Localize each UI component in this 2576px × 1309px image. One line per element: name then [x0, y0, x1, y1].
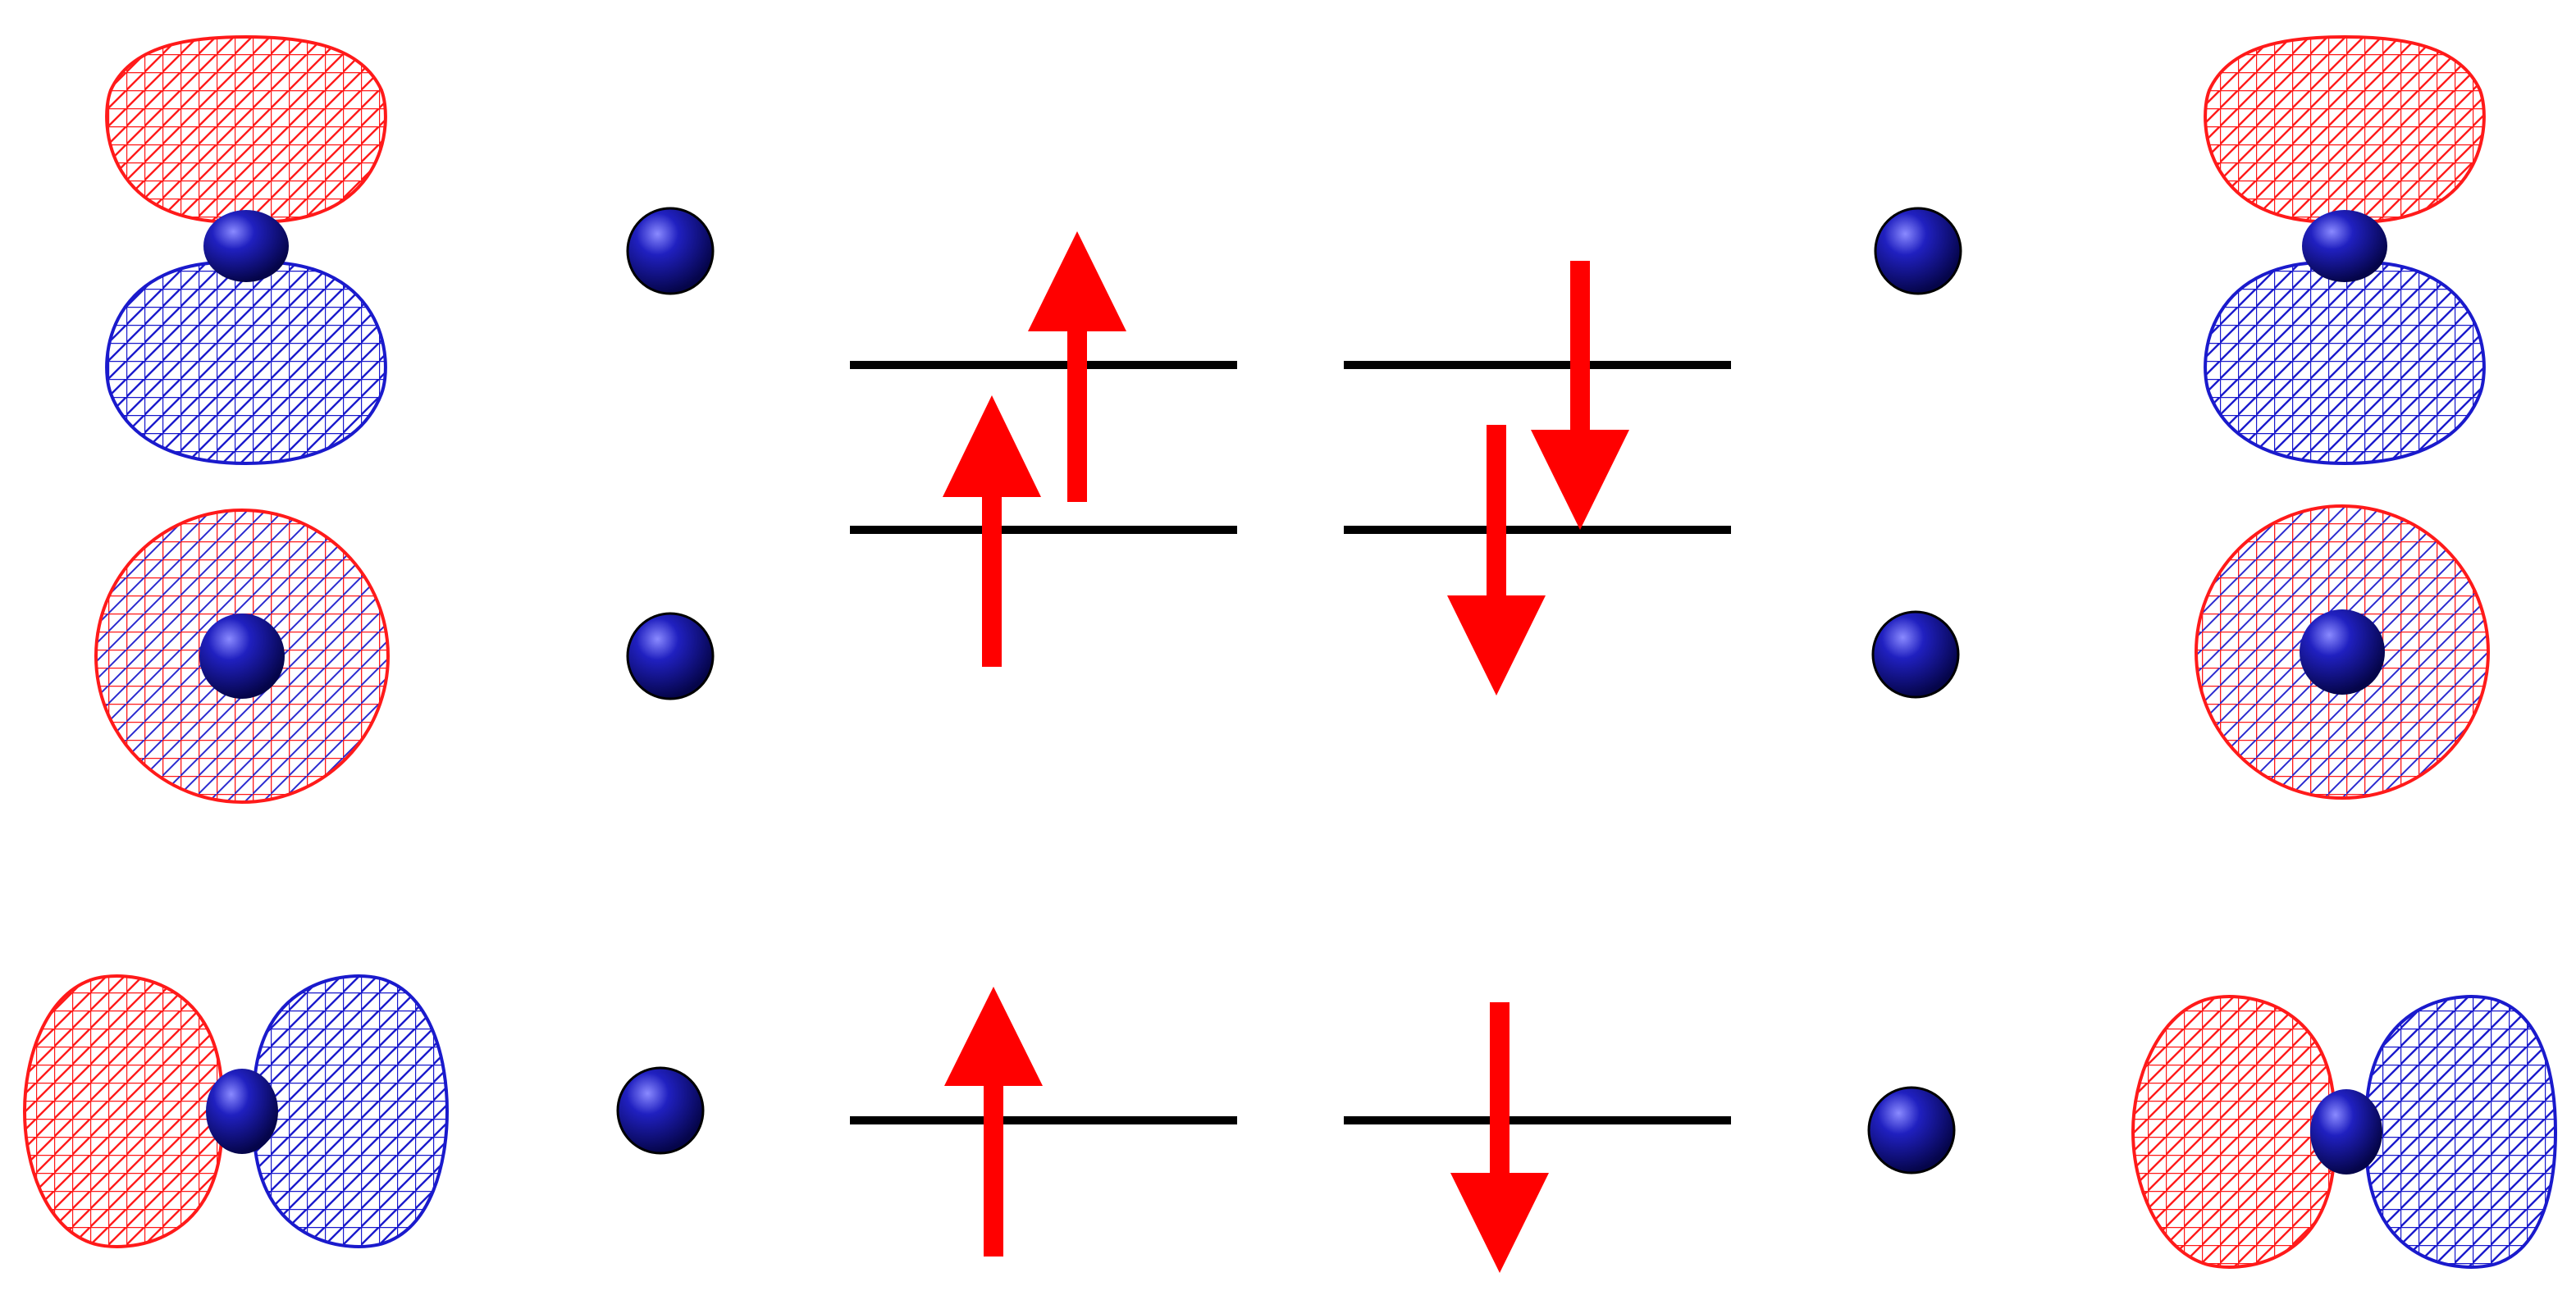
atom-spheres	[616, 207, 1962, 1174]
nucleus	[2302, 210, 2387, 282]
nucleus	[2310, 1089, 2382, 1174]
spin-up-arrow	[944, 987, 1043, 1257]
p-orbital-vertical-right	[2204, 34, 2486, 466]
nucleus	[206, 1069, 278, 1154]
positive-lobe	[2131, 995, 2336, 1269]
negative-lobe	[2364, 995, 2558, 1269]
positive-lobe	[2204, 34, 2486, 224]
spin-up-arrow	[1028, 231, 1126, 502]
atom-sphere	[626, 207, 715, 295]
p-orbital-horizontal-right	[2131, 995, 2558, 1269]
nucleus	[2300, 609, 2385, 695]
p-orbital-horizontal-left	[22, 974, 450, 1248]
s-orbital-left	[94, 509, 390, 804]
atom-sphere	[626, 612, 715, 700]
spin-up-arrow	[943, 395, 1041, 667]
nucleus	[203, 210, 289, 282]
negative-lobe	[105, 260, 387, 466]
s-orbital-right	[2195, 504, 2490, 800]
nucleus	[199, 613, 285, 699]
atom-sphere	[1871, 610, 1960, 699]
right-orbitals	[2131, 34, 2558, 1269]
spin-down-arrow	[1447, 425, 1546, 696]
atom-sphere	[616, 1066, 705, 1155]
atom-sphere	[1874, 207, 1962, 295]
atom-sphere	[1867, 1086, 1956, 1174]
left-orbitals	[22, 34, 450, 1248]
negative-lobe	[252, 974, 450, 1248]
positive-lobe	[105, 34, 387, 224]
negative-lobe	[2204, 260, 2486, 466]
p-orbital-vertical-left	[105, 34, 387, 466]
spin-down-arrow	[1450, 1002, 1549, 1273]
spin-down-arrow	[1531, 261, 1629, 530]
positive-lobe	[22, 974, 224, 1248]
spin-arrows	[943, 231, 1629, 1273]
energy-levels	[850, 361, 1731, 1124]
